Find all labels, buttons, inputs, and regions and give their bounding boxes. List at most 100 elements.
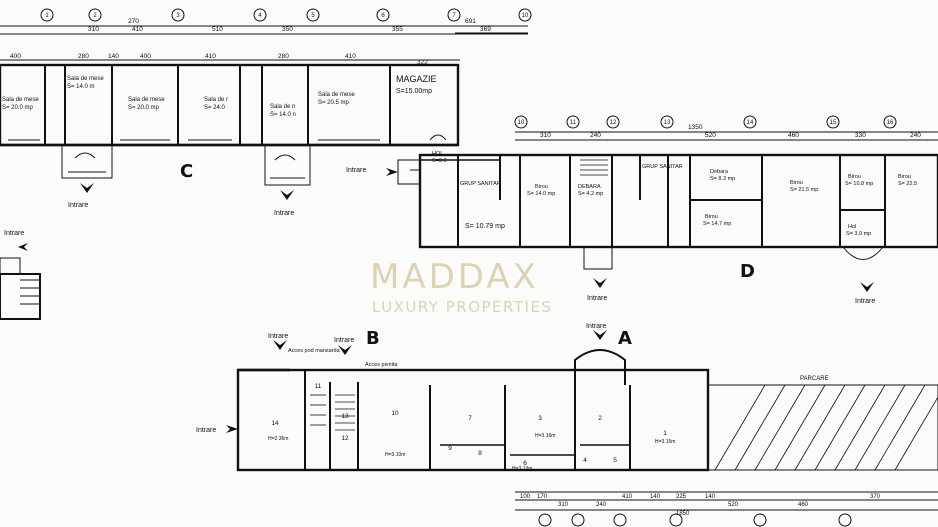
dim-label: 225 bbox=[676, 494, 687, 500]
room-name: Birou bbox=[535, 184, 548, 190]
height-label: H=3.16m bbox=[535, 433, 555, 439]
axis-number: 11 bbox=[570, 120, 577, 126]
room-area: S= 10.8 mp bbox=[845, 181, 873, 187]
entrance-label: Intrare bbox=[346, 167, 366, 174]
axis-number: 14 bbox=[747, 120, 754, 126]
plan-top-left bbox=[0, 8, 532, 186]
room-number: 8 bbox=[478, 450, 482, 457]
height-label: H=2.36m bbox=[268, 436, 288, 442]
axis-number: 2 bbox=[93, 13, 97, 19]
room-name: Birou bbox=[848, 174, 861, 180]
axis-number: 7 bbox=[452, 13, 456, 19]
room-number: 5 bbox=[613, 457, 617, 464]
room-name: Sala de mese bbox=[128, 97, 165, 103]
room-number: 10 bbox=[391, 410, 399, 417]
room-number: 4 bbox=[583, 457, 587, 464]
room-area: S= 20.5 mp bbox=[318, 100, 350, 106]
plan-right bbox=[397, 115, 938, 270]
dim-label: 1350 bbox=[688, 124, 703, 131]
dim-label: 370 bbox=[870, 494, 881, 500]
dim-label: 410 bbox=[345, 53, 356, 60]
dim-label: 322 bbox=[417, 59, 428, 66]
dim-label: 510 bbox=[212, 26, 223, 33]
room-number: 1 bbox=[663, 430, 667, 437]
room-area: S= 14.0 mp bbox=[527, 191, 555, 197]
annotation: Acces pod mansarda bbox=[288, 348, 341, 354]
annotation: PARCARE bbox=[800, 376, 829, 382]
room-name: Birou bbox=[898, 174, 911, 180]
room-area: S=8.3 bbox=[432, 158, 447, 164]
room-number: 7 bbox=[468, 415, 472, 422]
building-label-b: B bbox=[366, 328, 380, 349]
dim-label: 310 bbox=[88, 26, 99, 33]
dim-label: 460 bbox=[798, 502, 809, 508]
dim-label: 460 bbox=[788, 132, 799, 139]
room-name: GRUP SANITAR bbox=[642, 164, 683, 170]
annotation: Acces pivnita bbox=[365, 362, 398, 368]
dim-label: 520 bbox=[705, 132, 716, 139]
room-area: S= 22.5 bbox=[898, 181, 917, 187]
room-number: 9 bbox=[448, 445, 452, 452]
entrance-label: Intrare bbox=[268, 333, 288, 340]
room-number: 2 bbox=[598, 415, 602, 422]
axis-number: 10 bbox=[518, 120, 525, 126]
room-name: Hol bbox=[848, 224, 856, 230]
room-name: HOL bbox=[432, 151, 443, 157]
entrance-label: Intrare bbox=[68, 202, 88, 209]
height-label: H=3.15m bbox=[655, 439, 675, 445]
room-area: S= 24.0 bbox=[204, 105, 226, 111]
dim-label: 100 bbox=[520, 494, 531, 500]
building-label-c: C bbox=[180, 161, 193, 182]
axis-number: 12 bbox=[610, 120, 617, 126]
entrance-label: Intrare bbox=[196, 427, 216, 434]
room-name: Sala de n bbox=[270, 104, 295, 110]
dim-label: 410 bbox=[132, 26, 143, 33]
room-name: Birou bbox=[790, 180, 803, 186]
axis-number: 3 bbox=[176, 13, 180, 19]
dim-label: 240 bbox=[596, 502, 607, 508]
room-name: GRUP SANITAR bbox=[460, 181, 501, 187]
dim-label: 270 bbox=[128, 18, 139, 25]
axis-number: 13 bbox=[664, 120, 671, 126]
entrance-label: Intrare bbox=[274, 210, 294, 217]
dim-label: 350 bbox=[282, 26, 293, 33]
axis-number: 6 bbox=[381, 13, 385, 19]
dim-label: 520 bbox=[728, 502, 739, 508]
height-label: H=3.13m bbox=[512, 466, 532, 472]
room-name: Debara bbox=[710, 169, 729, 175]
room-number: 12 bbox=[341, 435, 349, 442]
room-name: Sala de r bbox=[204, 97, 228, 103]
entrance-label: Intrare bbox=[855, 298, 875, 305]
axis-number: 5 bbox=[311, 13, 315, 19]
dim-label: 280 bbox=[278, 53, 289, 60]
dim-label: 140 bbox=[705, 494, 716, 500]
room-area: S= 8.3 mp bbox=[710, 176, 735, 182]
dim-label: 410 bbox=[622, 494, 633, 500]
room-area: S= 14.0 m bbox=[67, 84, 95, 90]
dim-label: 691 bbox=[465, 18, 476, 25]
storage-area: S=15.00mp bbox=[396, 88, 432, 95]
storage-name: MAGAZIE bbox=[396, 74, 437, 84]
height-label: H=3.10m bbox=[385, 452, 405, 458]
plan-left-fragment bbox=[0, 257, 41, 320]
axis-number: 4 bbox=[258, 13, 262, 19]
dim-label: 330 bbox=[855, 132, 866, 139]
room-area: S= 20.0 mp bbox=[128, 105, 160, 111]
dim-label: 355 bbox=[392, 26, 403, 33]
room-name: Birou bbox=[705, 214, 718, 220]
room-number: 14 bbox=[271, 420, 279, 427]
axis-number: 10 bbox=[522, 13, 529, 19]
room-number: 11 bbox=[315, 383, 322, 390]
room-name: Sala de mese bbox=[318, 92, 355, 98]
entrance-label: Intrare bbox=[4, 230, 24, 237]
entrance-label: Intrare bbox=[587, 295, 607, 302]
watermark-brand: MADDAX bbox=[370, 257, 539, 297]
room-area: S= 14.0 n bbox=[270, 112, 296, 118]
dim-label: 400 bbox=[140, 53, 151, 60]
room-number: 6 bbox=[523, 460, 527, 467]
room-name: Sala de mese bbox=[67, 76, 104, 82]
dim-label: 369 bbox=[480, 26, 491, 33]
room-name: DEBARA bbox=[578, 184, 601, 190]
dim-label: 240 bbox=[590, 132, 601, 139]
